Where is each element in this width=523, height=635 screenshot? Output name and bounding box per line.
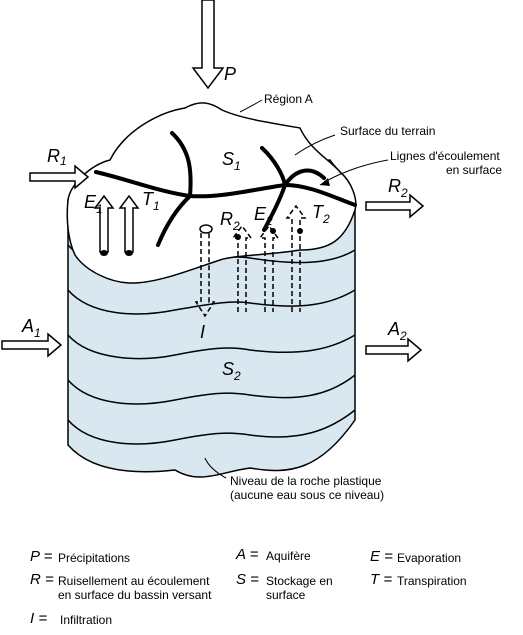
legend-p-symbol: P = xyxy=(30,548,53,565)
et-dots-left xyxy=(100,250,133,256)
legend-r-text-2: en surface du bassin versant xyxy=(58,588,212,602)
legend-i-symbol: I = xyxy=(30,610,48,627)
watershed-diagram: Région A Surface du terrain Lignes d'éco… xyxy=(1,0,502,502)
region-label: Région A xyxy=(264,92,313,106)
surface-flow-lines xyxy=(94,131,357,247)
infiltration-symbol: I xyxy=(200,322,205,342)
infiltration-arrow xyxy=(194,224,216,318)
legend-s-symbol: S = xyxy=(236,571,259,588)
legend-a-symbol: A = xyxy=(236,546,259,563)
aquifer-in-arrow xyxy=(1,332,63,358)
et-dots-right xyxy=(235,228,303,240)
legend-r-symbol: R = xyxy=(30,571,54,588)
r2-symbol: R2 xyxy=(388,176,408,200)
legend-i-text: Infiltration xyxy=(60,613,113,627)
legend-t-symbol: T = xyxy=(370,571,393,588)
flowlines-label-2: en surface xyxy=(446,163,502,177)
legend-a-text: Aquifère xyxy=(266,549,311,563)
aquifer-out-arrow xyxy=(365,337,423,363)
legend-t-text: Transpiration xyxy=(397,574,467,588)
legend-r-text: Ruisellement au écoulement xyxy=(58,574,210,588)
legend-e-symbol: E = xyxy=(370,548,393,565)
runoff-in-arrow xyxy=(29,164,90,190)
legend-e-text: Evaporation xyxy=(397,551,462,565)
surface-label: Surface du terrain xyxy=(340,124,435,138)
s2-symbol: S2 xyxy=(222,359,241,383)
bedrock-label-2: (aucune eau sous ce niveau) xyxy=(230,488,384,502)
precipitation-arrow xyxy=(191,0,225,90)
s1-symbol: S1 xyxy=(222,149,241,173)
a2-symbol: A2 xyxy=(387,319,407,343)
r1-symbol: R1 xyxy=(47,146,67,168)
a1-symbol: A1 xyxy=(21,316,41,340)
runoff-out-arrow xyxy=(365,193,425,219)
flowlines-arrowhead xyxy=(320,178,330,186)
legend-p-text: Précipitations xyxy=(58,551,131,565)
ground-surface xyxy=(66,102,357,284)
et-arrows-left xyxy=(93,194,140,253)
t1-symbol: T1 xyxy=(142,189,160,213)
legend-s-text: Stockage en xyxy=(266,574,333,588)
e2-symbol: E2 xyxy=(254,204,273,228)
flowlines-label-1: Lignes d'écoulement xyxy=(390,149,500,163)
legend-s-text-2: surface xyxy=(266,588,306,602)
e1-symbol: E1 xyxy=(84,192,103,216)
r2-inner-symbol: R2 xyxy=(220,209,240,233)
bedrock-label-1: Niveau de la roche plastique xyxy=(230,474,382,488)
precip-symbol: P xyxy=(224,64,236,84)
t2-symbol: T2 xyxy=(312,202,330,226)
